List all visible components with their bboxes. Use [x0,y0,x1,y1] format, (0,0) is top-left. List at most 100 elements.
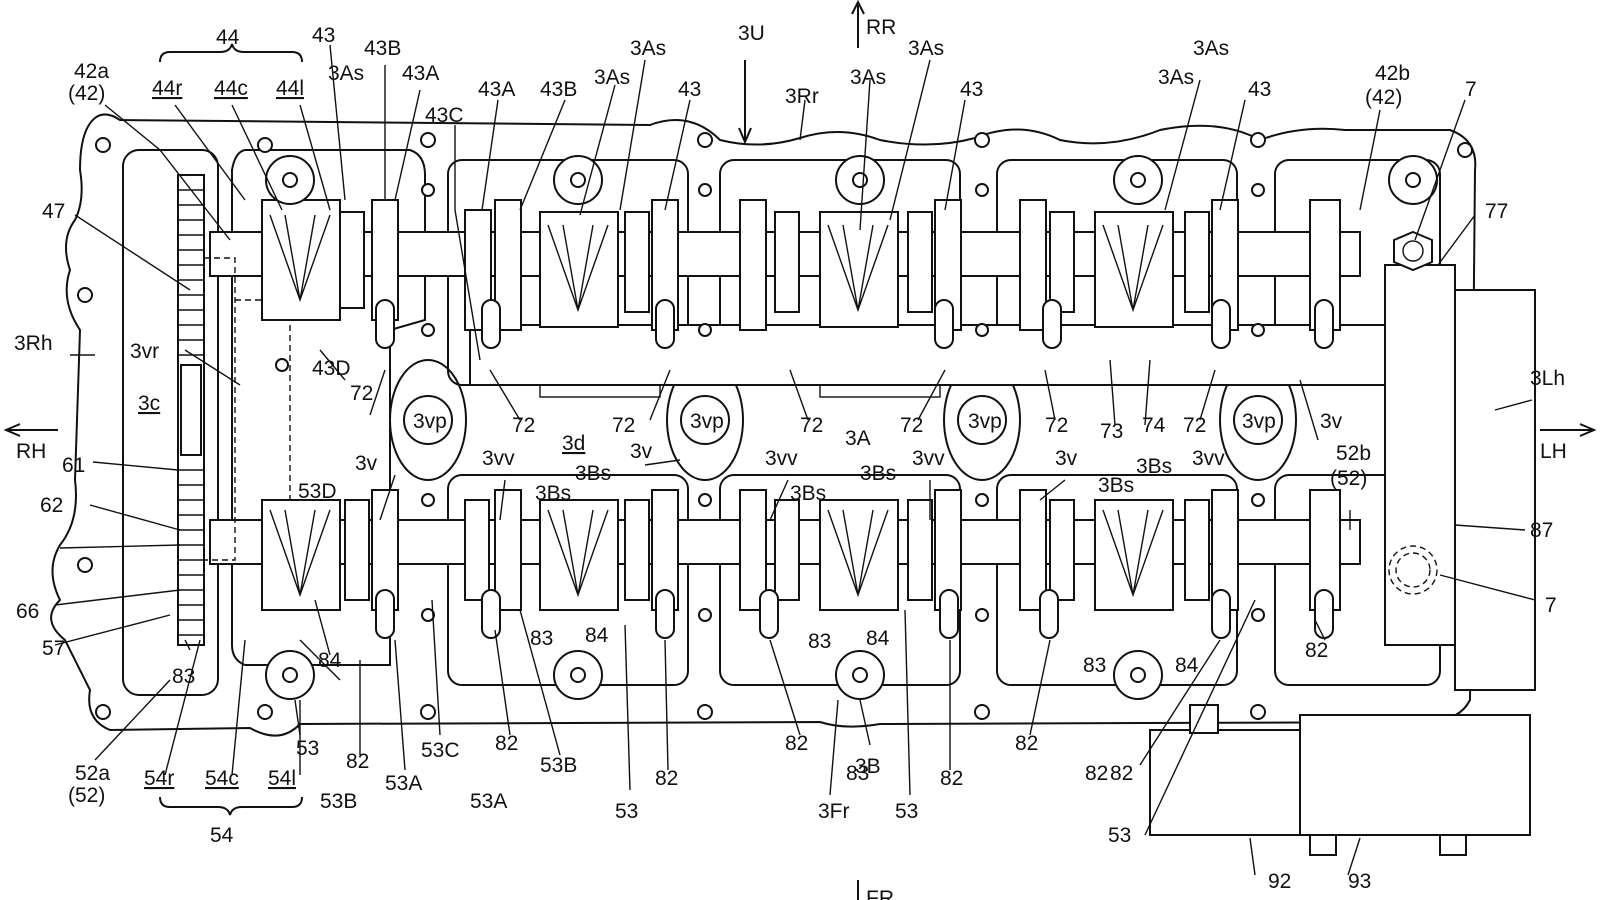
label-53b-2: 53B [320,790,357,813]
label-53-4: 53 [1108,824,1131,847]
label-83-4: 83 [1083,654,1106,677]
label-43a-2: 43A [478,78,515,101]
label-3v-4: 3v [1055,447,1078,470]
label-3as-5: 3As [850,66,886,89]
label-42-paren-2: (42) [1365,86,1402,109]
label-72-7: 72 [1183,414,1206,437]
label-84-3: 84 [866,627,890,650]
label-53c: 53C [421,739,460,762]
label-82-2: 82 [346,750,369,773]
label-43-2: 43 [678,78,701,101]
label-72-4: 72 [800,414,823,437]
center-rail-lower-2 [819,384,941,398]
lh-end-housing [1384,230,1536,691]
label-52-paren-2: (52) [68,784,105,807]
label-3as-6: 3As [1193,37,1229,60]
label-83-1: 83 [172,665,195,688]
label-3d: 3d [562,432,585,455]
label-42a: 42a [74,60,109,83]
label-43-4: 43 [1248,78,1271,101]
label-53d: 53D [298,480,337,503]
label-54l: 54l [268,767,296,790]
label-3bs-6: 3Bs [790,482,826,505]
label-3as-2: 3As [594,66,630,89]
leader-lines [54,44,1536,876]
label-53-2: 53 [615,800,638,823]
label-84-4: 84 [1175,654,1199,677]
label-lh: LH [1540,440,1567,463]
label-53-1: 53 [296,737,319,760]
label-54r: 54r [144,767,174,790]
valve-stems [375,299,1334,639]
label-3as-4: 3As [908,37,944,60]
label-rh: RH [16,440,46,463]
group-braces [159,43,303,816]
label-84-1: 84 [318,649,342,672]
label-72-6: 72 [1045,414,1068,437]
label-3v-2: 3v [355,452,378,475]
label-83-2: 83 [530,627,553,650]
label-44: 44 [216,26,240,49]
label-52b: 52b [1336,442,1371,465]
label-72-5: 72 [900,414,923,437]
label-3v-1: 3v [1320,410,1343,433]
label-44l: 44l [276,77,304,100]
label-82-3: 82 [495,732,518,755]
rocker-springs [269,214,1164,598]
label-54: 54 [210,824,234,847]
label-3vp-4: 3vp [1242,410,1276,433]
label-83-3: 83 [808,630,831,653]
label-3bs-1: 3Bs [575,462,611,485]
label-3vr: 3vr [130,340,159,363]
label-3vv-3: 3vv [912,447,945,470]
label-54c: 54c [205,767,239,790]
label-72-3: 72 [612,414,635,437]
label-42b: 42b [1375,62,1410,85]
label-43: 43 [312,24,335,47]
label-3c: 3c [138,392,160,415]
label-3b: 3B [855,755,881,778]
label-3vv-4: 3vv [1192,447,1225,470]
label-3vp-1: 3vp [413,410,447,433]
label-3bs-3: 3Bs [1136,455,1172,478]
part-labels: 44 43 43B 42a (42) 44r 44c 44l 3As 43A 4… [14,16,1567,900]
label-82-4: 82 [785,732,808,755]
label-66: 66 [16,600,39,623]
label-82-5: 82 [1015,732,1038,755]
label-3v-3: 3v [630,440,653,463]
label-52-paren-1: (52) [1330,467,1367,490]
label-53a-1: 53A [385,772,422,795]
label-3rh: 3Rh [14,332,53,355]
label-53b-1: 53B [540,754,577,777]
label-82-8: 82 [940,767,963,790]
label-62: 62 [40,494,63,517]
gasket-flange [50,113,1477,737]
label-73: 73 [1100,420,1123,443]
label-3bs-5: 3Bs [535,482,571,505]
label-74: 74 [1142,414,1166,437]
label-fr: FR [866,887,894,900]
label-61: 61 [62,454,85,477]
accessory-blocks [1149,704,1531,856]
label-3vv-2: 3vv [765,447,798,470]
label-3vp-3: 3vp [968,410,1002,433]
label-3vv-1: 3vv [482,447,515,470]
label-82-1: 82 [1305,639,1328,662]
label-43c: 43C [425,104,464,127]
label-7-bottom: 7 [1545,594,1557,617]
center-rail-lower [539,384,661,398]
label-72-2: 72 [512,414,535,437]
label-3rr: 3Rr [785,85,819,108]
label-84-2: 84 [585,624,609,647]
cam-sprocket [177,174,291,646]
label-3vp-2: 3vp [690,410,724,433]
label-53-3: 53 [895,800,918,823]
label-3lh: 3Lh [1530,367,1565,390]
label-43d: 43D [312,357,351,380]
label-3a: 3A [845,427,871,450]
label-42-paren: (42) [68,82,105,105]
label-92: 92 [1268,870,1291,893]
label-7-top: 7 [1465,78,1477,101]
